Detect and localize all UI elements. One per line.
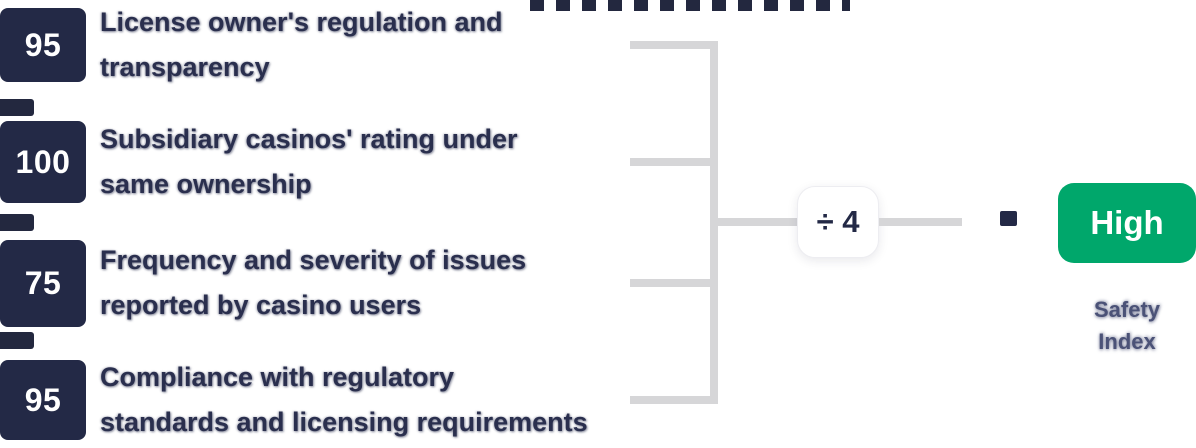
factor-label-line: reported by casino users: [100, 290, 422, 320]
cropped-stub-left: [0, 214, 34, 231]
score-box: 95: [0, 360, 86, 440]
factor-label-line: same ownership: [100, 169, 312, 199]
bracket-spine: [710, 41, 718, 404]
score-box: 75: [0, 240, 86, 327]
bracket-stub: [630, 158, 718, 166]
bracket-stub: [630, 396, 718, 404]
factor-label-line: Frequency and severity of issues: [100, 245, 527, 275]
cropped-dashed-line-top: [530, 0, 850, 11]
connector-line: [718, 218, 798, 226]
equals-mark: [1000, 211, 1017, 226]
factor-label: Compliance with regulatory standards and…: [100, 355, 660, 445]
factor-label-line: Subsidiary casinos' rating under: [100, 124, 518, 154]
factor-label: Frequency and severity of issues reporte…: [100, 238, 660, 328]
score-value: 95: [24, 381, 62, 418]
connector-line: [879, 218, 962, 226]
result-caption-line: Safety: [1093, 297, 1161, 322]
score-box: 100: [0, 121, 86, 203]
factor-label: Subsidiary casinos' rating under same ow…: [100, 117, 660, 207]
result-badge: High: [1058, 183, 1196, 263]
cropped-stub-left: [0, 332, 34, 349]
factor-label: License owner's regulation and transpare…: [100, 0, 660, 90]
score-value: 75: [24, 265, 62, 301]
factor-label-line: standards and licensing requirements: [100, 407, 588, 437]
score-value: 100: [15, 143, 71, 180]
score-value: 95: [24, 26, 62, 63]
divide-label: ÷ 4: [816, 204, 860, 239]
divide-by-four-box: ÷ 4: [797, 186, 879, 258]
factor-label-line: License owner's regulation and: [100, 7, 503, 37]
bracket-stub: [630, 279, 718, 287]
result-caption: Safety Index: [1058, 294, 1196, 358]
cropped-stub-left: [0, 99, 34, 116]
factor-label-line: transparency: [100, 52, 270, 82]
bracket-stub: [630, 41, 718, 49]
factor-label-line: Compliance with regulatory: [100, 362, 455, 392]
result-badge-label: High: [1090, 204, 1164, 241]
score-box: 95: [0, 8, 86, 82]
result-caption-line: Index: [1098, 329, 1156, 354]
